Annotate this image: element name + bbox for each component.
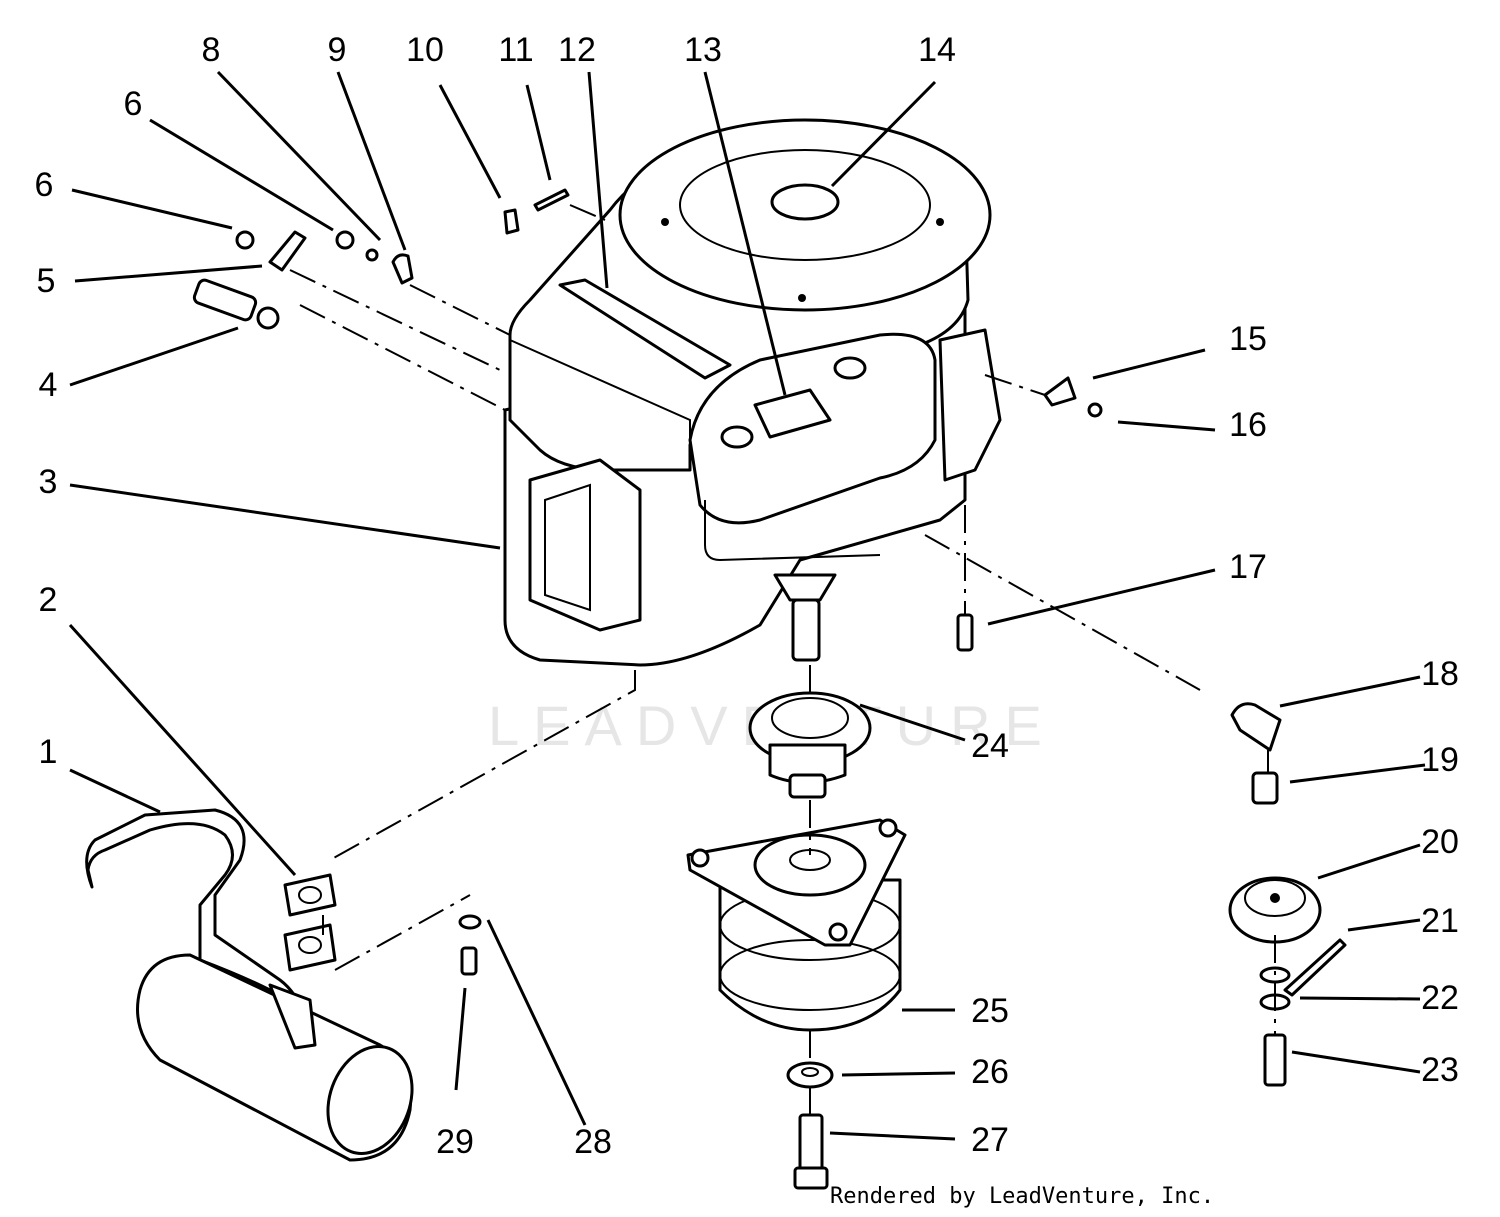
callout-18: 18 [1421, 655, 1459, 693]
callout-3: 3 [39, 463, 58, 501]
credit-text: Rendered by LeadVenture, Inc. [830, 1184, 1214, 1209]
muffler [85, 808, 414, 1162]
screw-29 [458, 914, 482, 976]
callout-14: 14 [918, 31, 956, 69]
bracket-15 [1043, 376, 1103, 418]
callout-6a: 6 [35, 166, 54, 204]
engine-pulley-24 [748, 691, 872, 799]
callout-23: 23 [1421, 1051, 1459, 1089]
callout-numbers: 1 2 3 4 5 6 6 8 9 10 11 12 13 14 15 16 1… [35, 31, 1459, 1161]
callout-15: 15 [1229, 320, 1267, 358]
callout-9: 9 [328, 31, 347, 69]
callout-21: 21 [1421, 902, 1459, 940]
washer-26-bolt-27 [786, 1061, 834, 1190]
callout-24: 24 [971, 727, 1009, 765]
callout-27: 27 [971, 1121, 1009, 1159]
callout-16: 16 [1229, 406, 1267, 444]
fan-cap [770, 183, 840, 221]
pto-clutch-25 [686, 818, 907, 1032]
callout-4: 4 [39, 366, 58, 404]
idler-pulley-20 [1228, 876, 1347, 1087]
bracket [938, 328, 1002, 482]
assembly-lines [289, 204, 1276, 1115]
callout-12: 12 [558, 31, 596, 69]
callout-11: 11 [498, 31, 533, 69]
decal-13 [753, 388, 832, 439]
oil-switch [192, 278, 280, 330]
callout-28: 28 [574, 1123, 612, 1161]
callout-8: 8 [202, 31, 221, 69]
callout-6b: 6 [124, 85, 143, 123]
exhaust-gaskets [283, 873, 337, 972]
elbow-18 [1230, 702, 1282, 805]
callout-29: 29 [436, 1123, 474, 1161]
callout-25: 25 [971, 992, 1009, 1030]
crankshaft [791, 598, 821, 662]
callout-20: 20 [1421, 823, 1459, 861]
callout-1: 1 [39, 733, 58, 771]
callout-19: 19 [1421, 741, 1459, 779]
engine-assembly [503, 118, 1002, 667]
small-hardware [235, 230, 414, 285]
decal-12 [558, 278, 732, 380]
callout-10: 10 [406, 31, 444, 69]
callout-17: 17 [1229, 548, 1267, 586]
callout-5: 5 [37, 262, 56, 300]
callout-2: 2 [39, 581, 58, 619]
callout-26: 26 [971, 1053, 1009, 1091]
clip-10-pin-11 [503, 188, 570, 235]
screw-17 [956, 613, 974, 652]
leader-lines [68, 70, 1426, 1141]
ignition-module [528, 458, 642, 632]
valve-cover [688, 332, 937, 525]
callout-13: 13 [684, 31, 722, 69]
callout-22: 22 [1421, 979, 1459, 1017]
